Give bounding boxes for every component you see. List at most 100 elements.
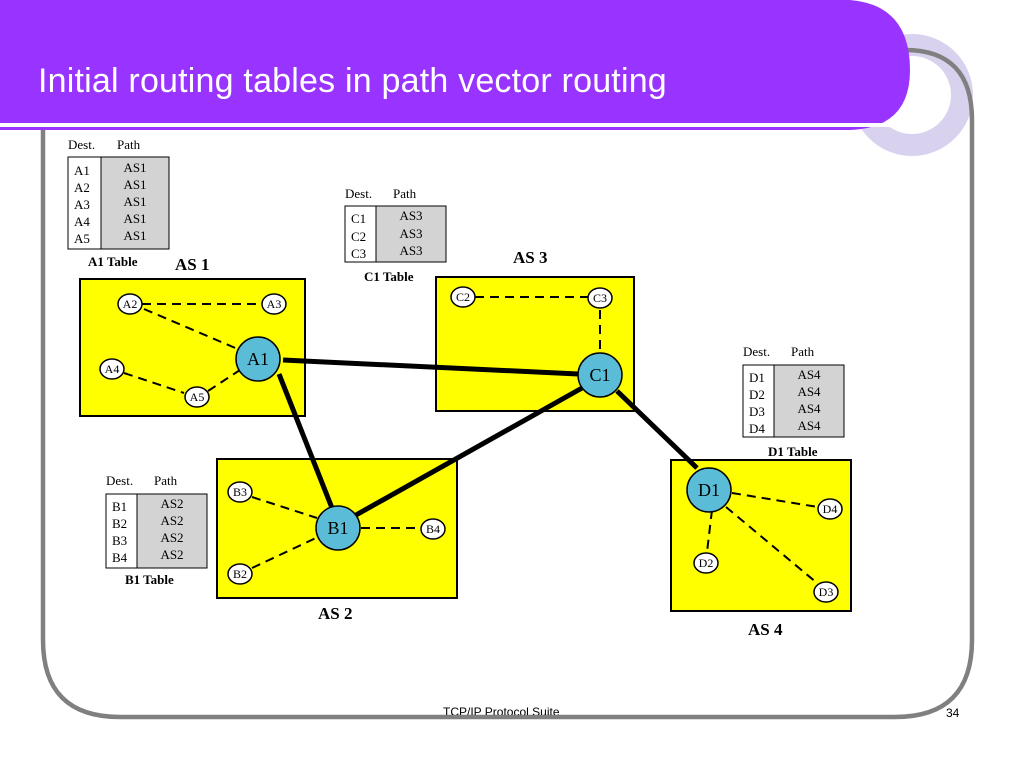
node-a5-label: A5 bbox=[190, 390, 205, 404]
a1-table-dest-header: Dest. bbox=[68, 137, 95, 152]
node-b2-label: B2 bbox=[233, 567, 247, 581]
c1-table-dest-cell: C2 bbox=[351, 229, 366, 244]
router-d1-label: D1 bbox=[698, 480, 720, 500]
c1-table-dest-cell: C3 bbox=[351, 246, 366, 261]
c1-table-path-header: Path bbox=[393, 186, 417, 201]
a1-table-path-value: AS1 bbox=[123, 194, 146, 209]
a1-table-caption: A1 Table bbox=[88, 254, 138, 269]
a1-table-dest-cell: A2 bbox=[74, 180, 90, 195]
a1-table-dest-cell: A3 bbox=[74, 197, 90, 212]
node-d2-label: D2 bbox=[699, 556, 714, 570]
link-d1-d2 bbox=[706, 509, 713, 553]
router-a1-label: A1 bbox=[247, 349, 269, 369]
d1-table-path-cell bbox=[773, 364, 845, 438]
b1-table-dest-cell: B3 bbox=[112, 533, 127, 548]
a1-table-dest-cell: A1 bbox=[74, 163, 90, 178]
a1-table-path-value: AS1 bbox=[123, 160, 146, 175]
node-a3-circle bbox=[261, 293, 287, 315]
d1-table-frame bbox=[742, 364, 845, 438]
node-b3-label: B3 bbox=[233, 485, 247, 499]
link-c1-d1 bbox=[615, 389, 699, 470]
a1-table-path-value: AS1 bbox=[123, 177, 146, 192]
a1-routing-table: Dest. Path A1 A2 A3 A4 A5 AS1 AS1 AS1 AS… bbox=[67, 137, 170, 269]
page-number: 34 bbox=[946, 706, 960, 720]
node-c2-circle bbox=[450, 286, 476, 308]
router-b1-circle bbox=[315, 505, 361, 551]
b1-table-dest-header: Dest. bbox=[106, 473, 133, 488]
a1-table-dest-cell: A5 bbox=[74, 231, 90, 246]
a1-table-path-value: AS1 bbox=[123, 228, 146, 243]
d1-table-path-value: AS4 bbox=[797, 418, 821, 433]
node-d4-circle bbox=[817, 498, 843, 520]
b1-table-path-value: AS2 bbox=[160, 530, 183, 545]
d1-routing-table: Dest. Path D1 D2 D3 D4 AS4 AS4 AS4 AS4 D… bbox=[742, 344, 845, 459]
d1-table-path-value: AS4 bbox=[797, 384, 821, 399]
link-d1-d3 bbox=[725, 506, 818, 584]
link-a2-a1 bbox=[143, 308, 241, 351]
link-b1-c1 bbox=[354, 385, 584, 518]
c1-table-path-value: AS3 bbox=[399, 243, 422, 258]
b1-table-path-value: AS2 bbox=[160, 547, 183, 562]
node-b3-circle bbox=[227, 481, 253, 503]
node-a5-circle bbox=[184, 386, 210, 408]
content-frame bbox=[40, 47, 975, 720]
b1-table-frame bbox=[105, 493, 208, 569]
router-c1-circle bbox=[577, 352, 623, 398]
a1-table-dest-cell: A4 bbox=[74, 214, 90, 229]
d1-table-caption: D1 Table bbox=[768, 444, 818, 459]
link-a5-a1 bbox=[207, 369, 241, 392]
link-b2-b1 bbox=[251, 536, 319, 569]
node-a4-label: A4 bbox=[105, 362, 120, 376]
a1-table-frame bbox=[67, 156, 170, 250]
node-a3-label: A3 bbox=[267, 297, 282, 311]
as4-label: AS 4 bbox=[748, 620, 783, 639]
d1-table-dest-cell: D4 bbox=[749, 421, 765, 436]
node-b2-circle bbox=[227, 563, 253, 585]
c1-table-caption: C1 Table bbox=[364, 269, 414, 284]
link-a1-c1 bbox=[282, 357, 579, 377]
node-a2-label: A2 bbox=[123, 297, 138, 311]
node-c3-label: C3 bbox=[593, 291, 607, 305]
node-a4-circle bbox=[99, 358, 125, 380]
b1-table-caption: B1 Table bbox=[125, 572, 174, 587]
as3-label: AS 3 bbox=[513, 248, 547, 267]
node-d3-label: D3 bbox=[819, 585, 834, 599]
d1-table-dest-cell: D3 bbox=[749, 404, 765, 419]
b1-table-path-value: AS2 bbox=[160, 496, 183, 511]
b1-table-dest-cell: B2 bbox=[112, 516, 127, 531]
node-d4-label: D4 bbox=[823, 502, 838, 516]
title-underline bbox=[0, 123, 905, 127]
link-a4-a5 bbox=[123, 372, 185, 394]
node-c2-label: C2 bbox=[456, 290, 470, 304]
d1-table-dest-cell: D1 bbox=[749, 370, 765, 385]
slide-title: Initial routing tables in path vector ro… bbox=[38, 62, 667, 100]
link-b3-b1 bbox=[251, 496, 318, 519]
b1-table-path-value: AS2 bbox=[160, 513, 183, 528]
d1-table-dest-cell: D2 bbox=[749, 387, 765, 402]
c1-table-path-value: AS3 bbox=[399, 208, 422, 223]
d1-table-path-header: Path bbox=[791, 344, 815, 359]
b1-table-dest-cell: B1 bbox=[112, 499, 127, 514]
a1-table-path-cell bbox=[100, 156, 170, 250]
router-c1-label: C1 bbox=[589, 365, 610, 385]
as2-label: AS 2 bbox=[318, 604, 352, 623]
as1-label: AS 1 bbox=[175, 255, 209, 274]
title-banner bbox=[0, 0, 910, 130]
node-b4-circle bbox=[420, 518, 446, 540]
c1-routing-table: Dest. Path C1 C2 C3 AS3 AS3 AS3 C1 Table bbox=[344, 186, 447, 284]
a1-table-path-value: AS1 bbox=[123, 211, 146, 226]
b1-table-dest-cell: B4 bbox=[112, 550, 128, 565]
d1-table-dest-header: Dest. bbox=[743, 344, 770, 359]
a1-table-path-header: Path bbox=[117, 137, 141, 152]
b1-routing-table: Dest. Path B1 B2 B3 B4 AS2 AS2 AS2 AS2 B… bbox=[105, 473, 208, 587]
c1-table-dest-cell: C1 bbox=[351, 211, 366, 226]
node-c3-circle bbox=[587, 287, 613, 309]
node-d2-circle bbox=[693, 552, 719, 574]
router-b1-label: B1 bbox=[327, 518, 348, 538]
c1-table-path-value: AS3 bbox=[399, 226, 422, 241]
b1-table-path-header: Path bbox=[154, 473, 178, 488]
node-d3-circle bbox=[813, 581, 839, 603]
link-a1-b1 bbox=[276, 373, 335, 509]
router-d1-circle bbox=[686, 467, 732, 513]
